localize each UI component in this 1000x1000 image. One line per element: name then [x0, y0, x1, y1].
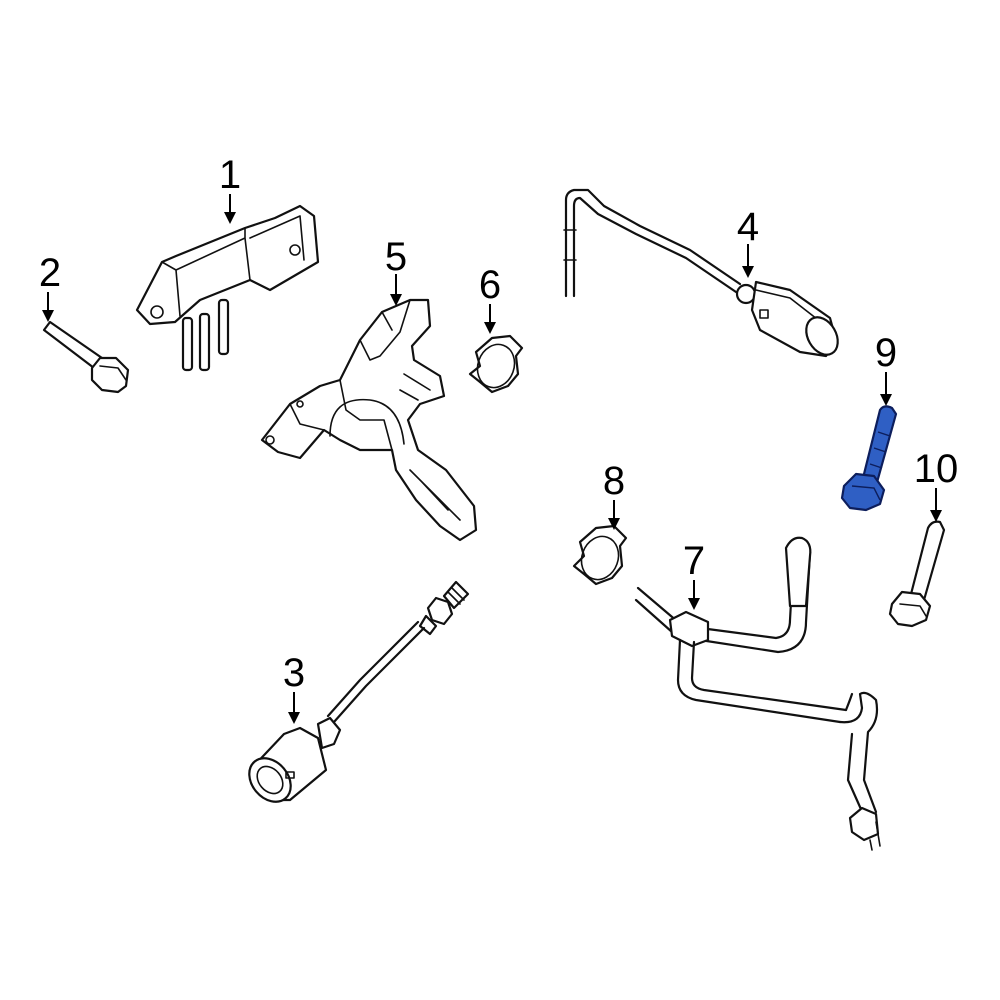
callout-5: 5 [385, 235, 407, 279]
callout-1: 1 [219, 153, 241, 197]
callout-2: 2 [39, 251, 61, 295]
callout-9: 9 [875, 331, 897, 375]
callout-labels: 1 2 3 4 5 6 7 8 9 10 [39, 153, 958, 695]
part-10-bolt[interactable] [888, 520, 946, 628]
part-1-pressure-sensor[interactable] [135, 204, 320, 372]
part-9-bolt-highlighted[interactable] [840, 405, 898, 512]
callout-arrows [42, 194, 942, 724]
part-6-clip[interactable] [468, 334, 524, 394]
callout-8: 8 [603, 459, 625, 503]
part-8-clip[interactable] [572, 524, 628, 586]
callout-10: 10 [914, 447, 959, 491]
part-3-temperature-sensor[interactable] [241, 580, 470, 810]
callout-7: 7 [683, 539, 705, 583]
callout-6: 6 [479, 263, 501, 307]
part-4-oxygen-sensor[interactable] [563, 188, 844, 360]
part-5-bracket[interactable] [260, 298, 478, 542]
part-2-bolt[interactable] [42, 320, 130, 394]
callout-4: 4 [737, 205, 759, 249]
callout-3: 3 [283, 651, 305, 695]
part-7-pipe[interactable] [634, 536, 881, 851]
